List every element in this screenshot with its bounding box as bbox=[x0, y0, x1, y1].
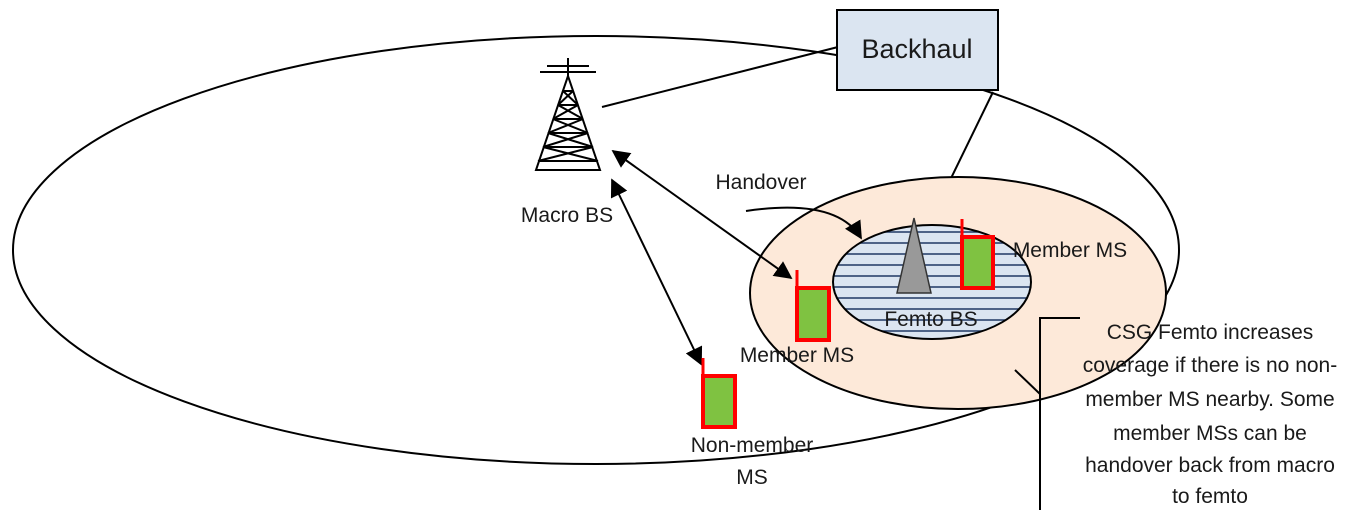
note-line-4: member MSs can be bbox=[1113, 422, 1307, 445]
femto-bs-tower-icon bbox=[896, 217, 932, 294]
backhaul-box: Backhaul bbox=[836, 9, 999, 91]
non-member-ms-label-line1: Non-member bbox=[691, 434, 814, 457]
note-callout-bracket bbox=[1014, 317, 1080, 510]
handover-label: Handover bbox=[715, 171, 806, 194]
macro-bs-label: Macro BS bbox=[521, 204, 613, 227]
backhaul-label: Backhaul bbox=[861, 34, 972, 64]
note-line-1: CSG Femto increases bbox=[1107, 321, 1314, 344]
macro-coverage-ellipse bbox=[12, 35, 1180, 465]
member-ms-left-label: Member MS bbox=[740, 344, 854, 367]
note-line-3: member MS nearby. Some bbox=[1085, 388, 1334, 411]
member-ms-left-phone-icon bbox=[795, 270, 831, 342]
note-text-block: CSG Femto increases coverage if there is… bbox=[1083, 321, 1337, 508]
non-member-ms-label-line2: MS bbox=[736, 466, 768, 489]
non-member-ms-phone-icon bbox=[701, 358, 737, 429]
note-line-2: coverage if there is no non- bbox=[1083, 354, 1337, 377]
macro-nonmember-link-arrow bbox=[610, 178, 703, 366]
femto-bs-label: Femto BS bbox=[884, 308, 977, 331]
macro-bs-tower-icon bbox=[534, 58, 602, 171]
member-ms-right-phone-icon bbox=[960, 219, 995, 290]
note-line-6: to femto bbox=[1172, 485, 1248, 508]
note-line-5: handover back from macro bbox=[1085, 454, 1335, 477]
member-ms-right-label: Member MS bbox=[1013, 239, 1127, 262]
